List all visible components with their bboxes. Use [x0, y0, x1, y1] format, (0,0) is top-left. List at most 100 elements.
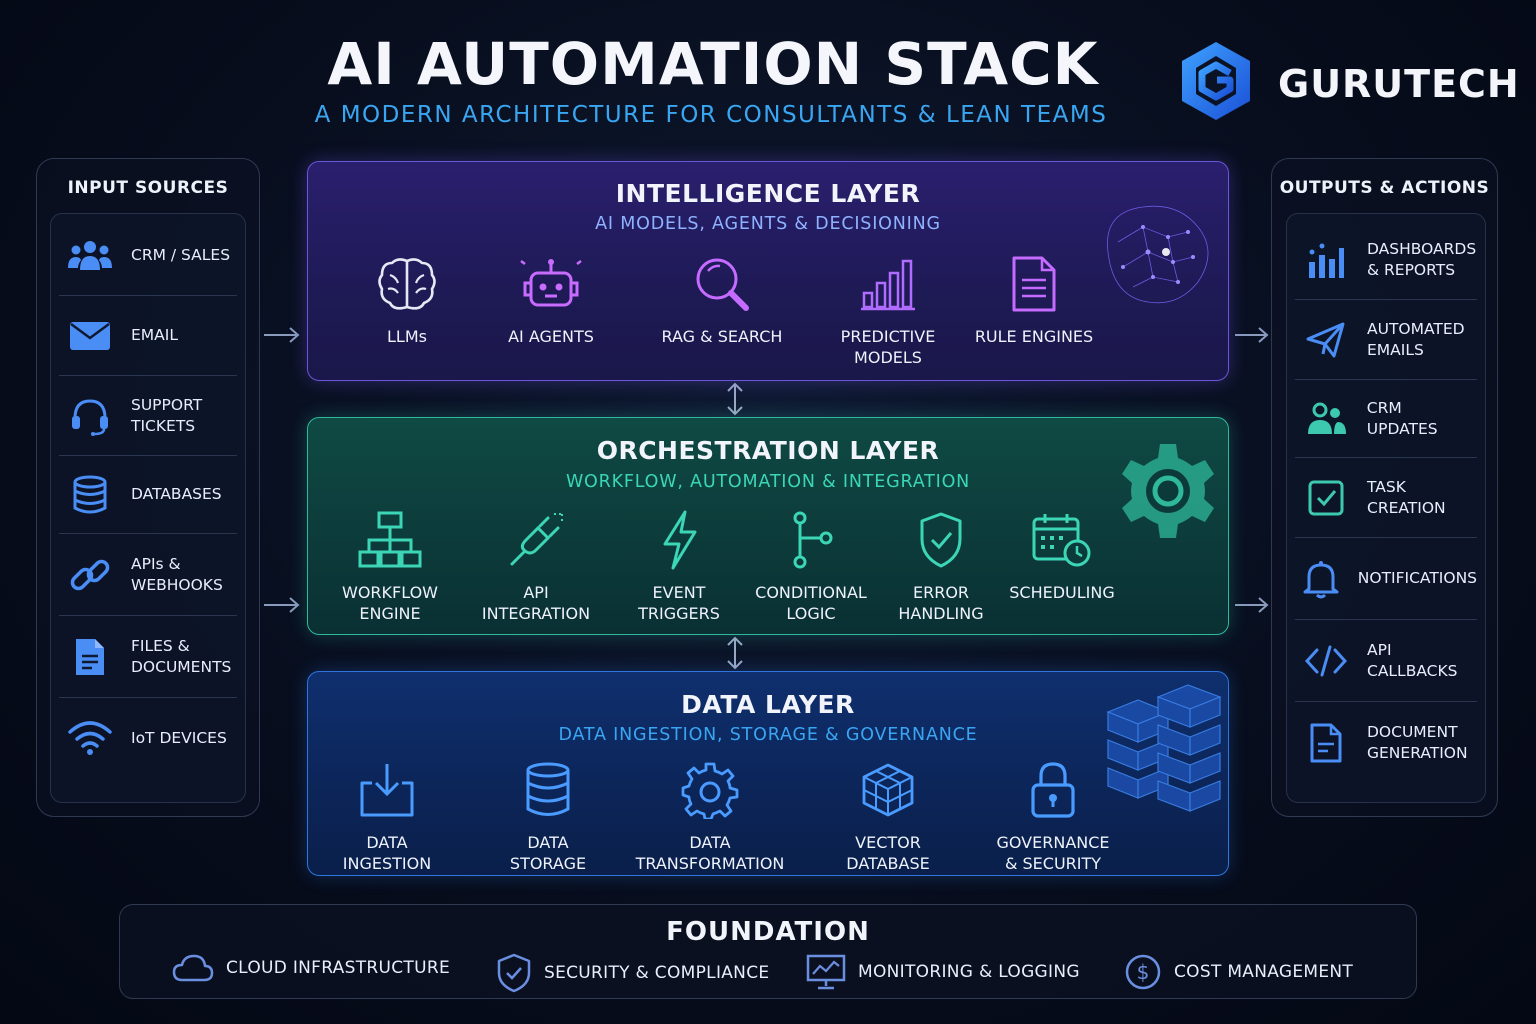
flowchart-icon	[315, 510, 465, 570]
input-item-label: APIs & WEBHOOKS	[131, 554, 223, 594]
data-item-label: DATA STORAGE	[509, 833, 587, 873]
neural-brain-icon	[1107, 205, 1209, 304]
output-item-automated-emails[interactable]: AUTOMATED EMAILS	[1295, 300, 1477, 380]
wifi-icon	[65, 718, 115, 758]
layers-to-outputs-arrows	[1235, 327, 1269, 613]
output-item-label: CRM UPDATES	[1366, 398, 1438, 438]
lock-icon	[978, 760, 1128, 820]
orch-data-bidirectional-arrow	[727, 636, 743, 670]
foundation-item-label: MONITORING & LOGGING	[858, 962, 1080, 982]
data-layer-subtitle: DATA INGESTION, STORAGE & GOVERNANCE	[558, 725, 978, 745]
input-item-label: SUPPORT TICKETS	[131, 395, 203, 435]
intel-orch-bidirectional-arrow	[727, 382, 743, 416]
outputs-actions-panel: OUTPUTS & ACTIONS DASHBOARDS & REPORTS A…	[1271, 158, 1498, 817]
intelligence-item-label: RAG & SEARCH	[661, 327, 783, 346]
intelligence-item-llms[interactable]: LLMs	[332, 254, 482, 347]
brand-name: GURUTECH	[1278, 62, 1520, 106]
input-item-label: DATABASES	[131, 485, 222, 503]
data-item-ingestion[interactable]: DATA INGESTION	[312, 760, 462, 874]
input-item-crm[interactable]: CRM / SALES	[59, 216, 237, 296]
input-item-support-tickets[interactable]: SUPPORT TICKETS	[59, 376, 237, 456]
page-title: AI AUTOMATION STACK	[327, 30, 1099, 98]
monitor-chart-icon	[806, 954, 846, 990]
checkbox-icon	[1301, 478, 1351, 518]
data-item-governance-security[interactable]: GOVERNANCE & SECURITY	[978, 760, 1128, 874]
lightning-icon	[604, 510, 754, 570]
output-item-label: DASHBOARDS & REPORTS	[1367, 239, 1477, 279]
orchestration-layer-title: ORCHESTRATION LAYER	[596, 436, 940, 465]
intelligence-item-rag-search[interactable]: RAG & SEARCH	[647, 254, 797, 347]
data-item-label: VECTOR DATABASE	[846, 833, 930, 873]
intelligence-item-predictive-models[interactable]: PREDICTIVE MODELS	[813, 254, 963, 368]
data-layer: DATA LAYER DATA INGESTION, STORAGE & GOV…	[307, 671, 1229, 876]
orchestration-item-event-triggers[interactable]: EVENT TRIGGERS	[604, 510, 754, 624]
code-icon	[1301, 641, 1351, 681]
intelligence-item-label: AI AGENTS	[508, 327, 594, 346]
brain-icon	[332, 254, 482, 314]
orchestration-item-api-integration[interactable]: API INTEGRATION	[461, 510, 611, 624]
orchestration-item-label: ERROR HANDLING	[898, 583, 984, 623]
data-item-transformation[interactable]: DATA TRANSFORMATION	[635, 760, 785, 874]
foundation-item-label: COST MANAGEMENT	[1174, 962, 1354, 982]
input-item-label: CRM / SALES	[131, 246, 231, 264]
intelligence-item-rule-engines[interactable]: RULE ENGINES	[959, 254, 1109, 347]
branch-icon	[736, 510, 886, 570]
database-icon	[65, 475, 115, 515]
output-item-crm-updates[interactable]: CRM UPDATES	[1295, 380, 1477, 458]
page-subtitle: A MODERN ARCHITECTURE FOR CONSULTANTS & …	[314, 102, 1108, 128]
headset-icon	[65, 396, 115, 436]
output-item-task-creation[interactable]: TASK CREATION	[1295, 458, 1477, 538]
inputs-to-layers-arrows	[264, 327, 300, 613]
data-item-label: DATA TRANSFORMATION	[635, 833, 785, 873]
data-item-label: GOVERNANCE & SECURITY	[996, 833, 1110, 873]
input-sources-title: INPUT SOURCES	[67, 178, 229, 198]
orchestration-layer-subtitle: WORKFLOW, AUTOMATION & INTEGRATION	[565, 472, 971, 492]
output-item-document-generation[interactable]: DOCUMENT GENERATION	[1295, 702, 1477, 784]
intelligence-layer: INTELLIGENCE LAYER AI MODELS, AGENTS & D…	[307, 161, 1229, 381]
input-item-email[interactable]: EMAIL	[59, 296, 237, 376]
foundation-item-security[interactable]: SECURITY & COMPLIANCE	[496, 953, 769, 993]
outputs-actions-list: DASHBOARDS & REPORTS AUTOMATED EMAILS CR…	[1286, 213, 1486, 803]
document-icon	[959, 254, 1109, 314]
bar-chart-icon	[1301, 240, 1351, 280]
shield-check-icon	[866, 510, 1016, 570]
foundation-item-monitoring[interactable]: MONITORING & LOGGING	[806, 953, 1080, 991]
output-item-label: DOCUMENT GENERATION	[1367, 723, 1468, 762]
robot-icon	[476, 254, 626, 314]
shield-check-icon	[497, 953, 531, 993]
orchestration-item-scheduling[interactable]: SCHEDULING	[987, 510, 1137, 603]
output-item-dashboards[interactable]: DASHBOARDS & REPORTS	[1295, 220, 1477, 300]
foundation-item-cost[interactable]: $ COST MANAGEMENT	[1124, 953, 1353, 991]
output-item-api-callbacks[interactable]: API CALLBACKS	[1295, 620, 1477, 702]
foundation-item-cloud[interactable]: CLOUD INFRASTRUCTURE	[172, 953, 450, 983]
cloud-icon	[172, 954, 214, 982]
data-layer-title: DATA LAYER	[681, 690, 855, 719]
magnifier-icon	[647, 254, 797, 314]
input-item-files-documents[interactable]: FILES & DOCUMENTS	[59, 616, 237, 698]
orchestration-item-conditional-logic[interactable]: CONDITIONAL LOGIC	[736, 510, 886, 624]
input-item-apis-webhooks[interactable]: APIs & WEBHOOKS	[59, 534, 237, 616]
cube-icon	[813, 760, 963, 820]
orchestration-item-error-handling[interactable]: ERROR HANDLING	[866, 510, 1016, 624]
server-stack-decoration-icon	[1106, 684, 1222, 812]
data-item-vector-database[interactable]: VECTOR DATABASE	[813, 760, 963, 874]
gurutech-logo-icon	[1182, 42, 1250, 120]
output-item-notifications[interactable]: NOTIFICATIONS	[1295, 538, 1477, 620]
bell-icon	[1301, 559, 1342, 599]
intelligence-item-ai-agents[interactable]: AI AGENTS	[476, 254, 626, 347]
output-item-label: AUTOMATED EMAILS	[1367, 319, 1465, 359]
outputs-actions-title: OUTPUTS & ACTIONS	[1279, 178, 1490, 198]
data-item-storage[interactable]: DATA STORAGE	[473, 760, 623, 874]
svg-text:$: $	[1137, 960, 1150, 984]
orchestration-item-workflow-engine[interactable]: WORKFLOW ENGINE	[315, 510, 465, 624]
document-icon	[1301, 723, 1351, 763]
users-icon	[65, 236, 115, 276]
input-item-databases[interactable]: DATABASES	[59, 456, 237, 534]
dollar-icon: $	[1125, 954, 1161, 990]
input-sources-list: CRM / SALES EMAIL SUPPORT TICKETS DATABA…	[50, 213, 246, 803]
foundation-title: FOUNDATION	[666, 917, 870, 947]
input-item-iot-devices[interactable]: IoT DEVICES	[59, 698, 237, 778]
intelligence-layer-title: INTELLIGENCE LAYER	[615, 179, 921, 208]
foundation-item-label: CLOUD INFRASTRUCTURE	[226, 958, 450, 978]
gear-icon	[635, 760, 785, 820]
